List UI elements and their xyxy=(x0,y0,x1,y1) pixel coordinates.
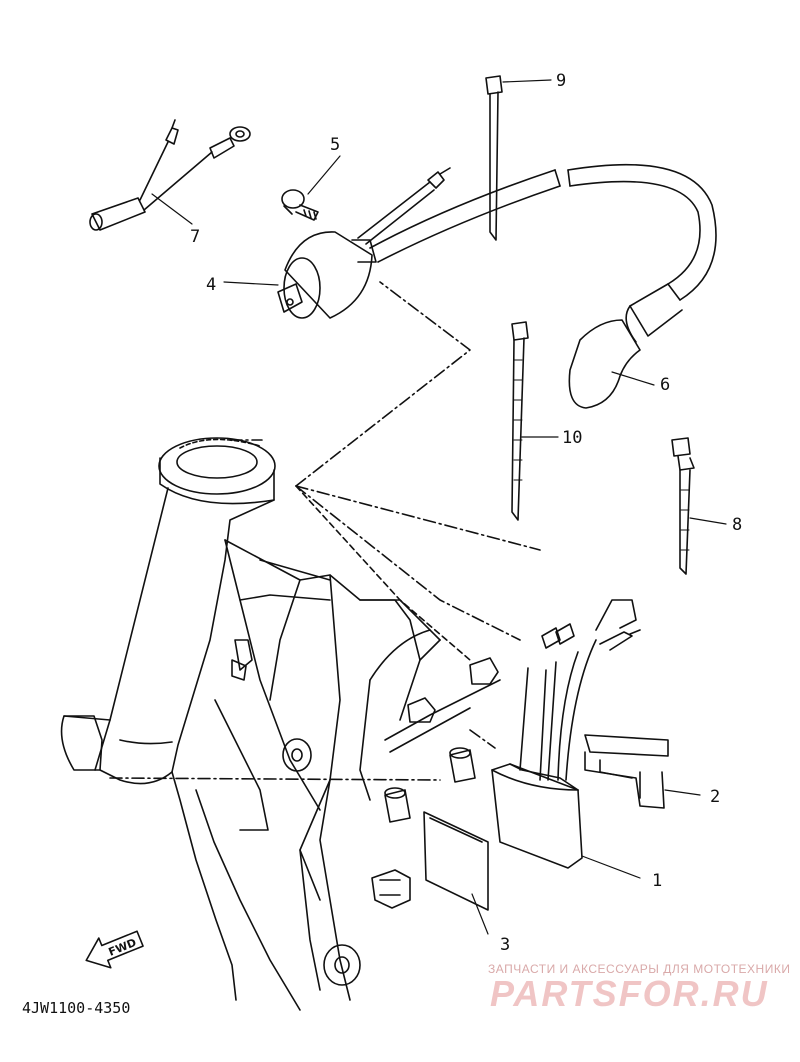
part-2-bracket xyxy=(584,734,669,809)
part-6-spark-plug-cap xyxy=(369,163,717,409)
part-9-cable-tie xyxy=(485,75,503,241)
callout-5: 5 xyxy=(330,135,340,155)
fwd-arrow-icon: FWD xyxy=(85,930,144,969)
callout-3: 3 xyxy=(500,935,510,955)
callout-2: 2 xyxy=(710,787,720,807)
watermark-logo: PARTSFOR.RU xyxy=(490,973,769,1014)
callout-labels: 1 2 3 4 5 6 7 8 9 10 xyxy=(190,71,742,955)
callout-9: 9 xyxy=(556,71,566,91)
part-1-cdi-unit xyxy=(491,599,641,869)
part-10-cable-tie xyxy=(511,321,529,521)
callout-1: 1 xyxy=(652,871,662,891)
fwd-label: FWD xyxy=(107,936,139,959)
leader-lines xyxy=(151,79,727,935)
callout-8: 8 xyxy=(732,515,742,535)
callout-4: 4 xyxy=(206,275,216,295)
frame-structure xyxy=(60,281,541,1011)
callout-10: 10 xyxy=(562,428,582,448)
callout-7: 7 xyxy=(190,227,200,247)
watermark-tagline: ЗАПЧАСТИ И АКСЕССУАРЫ ДЛЯ МОТОТЕХНИКИ xyxy=(488,962,790,976)
callout-6: 6 xyxy=(660,375,670,395)
drawing-code: 4JW1100-4350 xyxy=(22,999,130,1017)
part-3-pad xyxy=(423,811,489,911)
part-7-lead-wire xyxy=(89,119,251,231)
part-4-ignition-coil xyxy=(277,167,451,319)
watermark: ЗАПЧАСТИ И АКСЕССУАРЫ ДЛЯ МОТОТЕХНИКИ PA… xyxy=(488,962,790,1014)
part-8-cable-tie xyxy=(671,437,695,575)
part-5-bolt xyxy=(281,189,319,221)
